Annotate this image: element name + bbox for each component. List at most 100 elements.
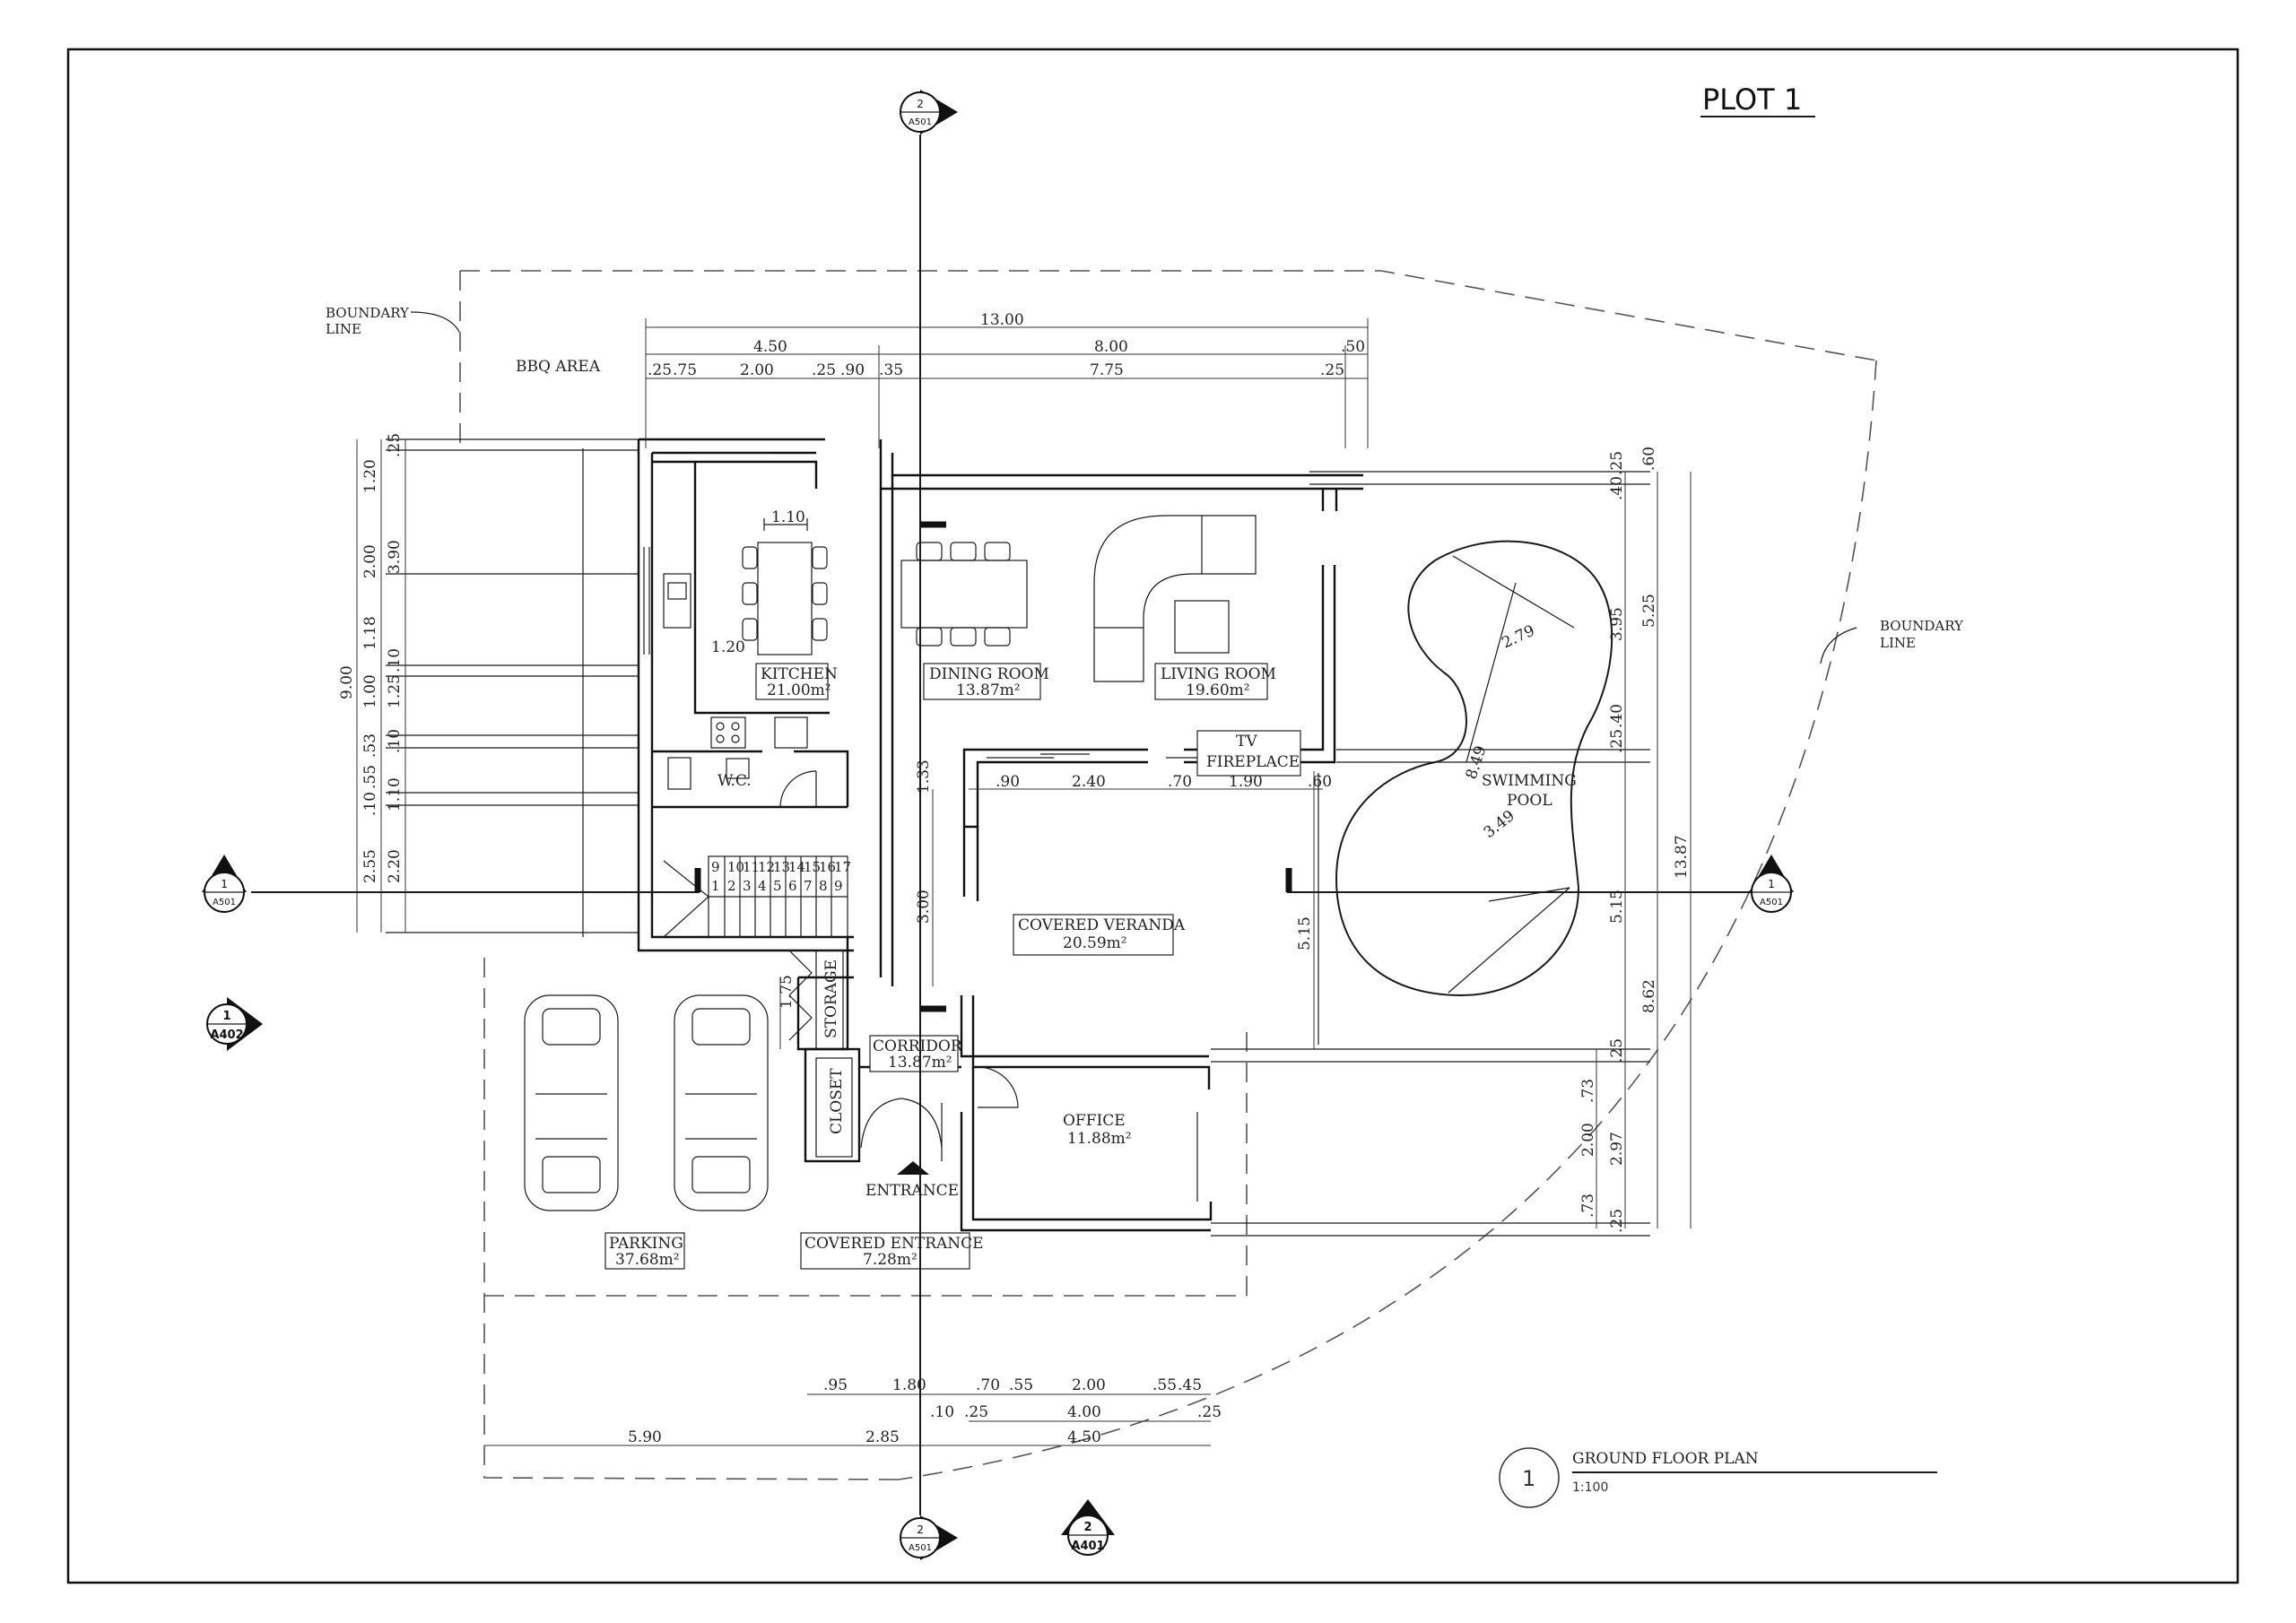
bbq-area-label: BBQ AREA [516,358,601,376]
stair-num: 17 [834,859,851,875]
dimension-text: 2.00 [1579,1123,1597,1157]
dimension-text: 7.75 [1090,361,1124,379]
stair-num: 11 [743,859,760,875]
building-walls [637,438,1363,1232]
dimension-text: .75 [673,361,697,379]
room-name-kitchen: KITCHEN [761,665,838,683]
dimension-text: 5.15 [1296,916,1314,950]
dimension-text: 1.20 [711,638,745,656]
living-sofa [1093,515,1257,682]
dimension-text: 2.85 [865,1428,900,1446]
dimension-text: 4.50 [1067,1428,1101,1446]
svg-text:1: 1 [222,1010,230,1023]
dimension-text: .73 [1579,1193,1597,1218]
svg-text:2: 2 [917,98,924,110]
wc-label: W.C. [718,772,752,790]
dimension-text: 2.00 [1072,1376,1106,1394]
svg-text:A501: A501 [909,117,932,127]
room-area-kitchen: 21.00m² [767,681,831,699]
stair-num: 7 [804,878,813,894]
terrace-lines-left [386,438,639,937]
dimension-text: 8.00 [1094,338,1128,356]
stair-num: 13 [773,859,790,875]
svg-text:2: 2 [1083,1521,1091,1534]
dimension-text: .25 [648,361,672,379]
dimension-text: 2.00 [361,544,379,578]
closet-label: CLOSET [828,1068,846,1134]
dimension-text: .40 [1608,704,1626,728]
room-name-dining: DINING ROOM [929,665,1049,683]
room-area-parking: 37.68m² [615,1251,680,1269]
fireplace-label: FIREPLACE [1206,753,1300,771]
room-area-office: 11.88m² [1067,1130,1132,1148]
stair-num: 15 [804,859,821,875]
kitchen-fixtures [643,547,817,808]
dining-table [900,542,1028,647]
sheet-number-circle [1499,1447,1560,1508]
dimension-text: .10 [386,729,404,753]
room-name-veranda: COVERED VERANDA [1018,916,1186,934]
dimension-text: 3.90 [386,540,404,574]
sheet-scale: 1:100 [1572,1480,1608,1495]
dimension-text: 1.75 [778,975,796,1009]
dimension-text: 1.90 [1229,773,1263,791]
elevation-marker: 2 A401 [1061,1499,1115,1556]
dimension-text: 5.25 [1640,594,1658,628]
dimension-text: 1.80 [892,1376,926,1394]
dimension-text: 1.33 [915,759,933,794]
svg-text:A501: A501 [1760,898,1783,907]
dimension-text: .60 [1308,773,1332,791]
dimension-text: 1.20 [361,459,379,493]
dimension-text: 5.15 [1608,890,1626,924]
svg-text:A402: A402 [210,1028,243,1042]
room-name-office: OFFICE [1063,1112,1126,1130]
stair-num: 2 [727,878,736,894]
svg-text:1: 1 [1768,878,1775,890]
room-area-living: 19.60m² [1186,681,1250,699]
dimension-text: 13.00 [980,311,1024,329]
dimension-text: .25 [386,433,404,457]
stair-num: 14 [788,859,805,875]
svg-text:1: 1 [221,878,228,890]
stair-num: 1 [711,878,720,894]
dimension-text: .35 [879,361,903,379]
svg-text:A501: A501 [909,1543,932,1553]
dimension-text: .90 [996,773,1020,791]
dimension-text: .45 [1178,1376,1202,1394]
entrance-arrow-icon [897,1161,929,1175]
svg-text:2: 2 [917,1523,924,1536]
dimension-text: 2.20 [386,849,404,883]
dimension-text: 1.10 [386,777,404,812]
room-name-corridor: CORRIDOR [873,1037,963,1055]
dimension-text: .10 [361,792,379,816]
plot-title: PLOT 1 [1702,82,1802,117]
dimension-text: .25 [1608,729,1626,753]
dimension-text: .10 [930,1403,954,1421]
dimension-text: 13.87 [1673,835,1691,879]
section-marker: 1 A501 [1749,855,1794,913]
dimension-text: .95 [823,1376,848,1394]
dimension-text: 1.10 [771,508,805,526]
dimension-text: 2.55 [361,849,379,883]
stair-num: 16 [819,859,836,875]
dimension-text: 1.00 [361,674,379,708]
kitchen-table [742,518,828,655]
sheet-title: GROUND FLOOR PLAN [1572,1450,1759,1468]
stair-num: 9 [711,859,720,875]
dimension-text: .40 [1608,476,1626,500]
dimension-text: .70 [1168,773,1192,791]
dimension-text: .25 [1608,1038,1626,1063]
dimension-text: .73 [1579,1079,1597,1103]
storage-label: STORAGE [822,959,840,1038]
dimension-text: 1.25 [386,674,404,708]
section-marker: 1 A501 [202,855,247,913]
svg-text:A501: A501 [213,898,236,907]
room-name-living: LIVING ROOM [1161,665,1276,683]
dimension-text: .25 [1608,451,1626,475]
fireplace-label-top: TV [1236,733,1257,751]
dimension-text: .55 [361,765,379,789]
dimension-text: .25 [1320,361,1344,379]
sheet-number: 1 [1522,1466,1535,1491]
boundary-label-right: BOUNDARY [1880,618,1964,634]
